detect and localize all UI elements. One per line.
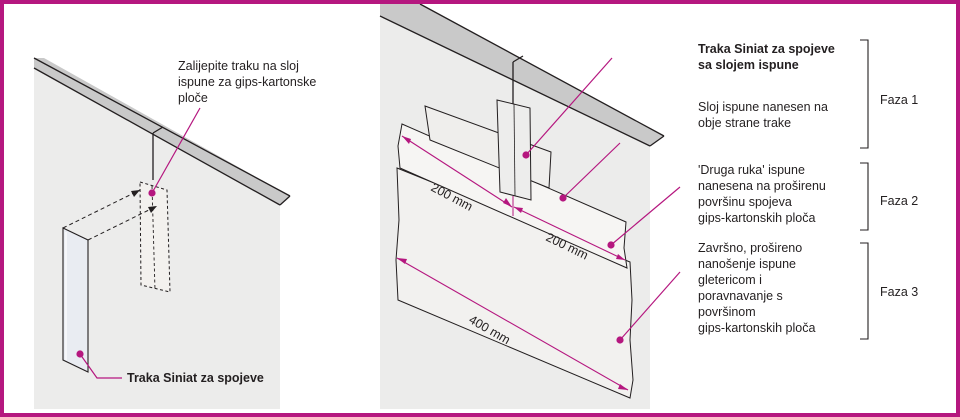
final-callout-leader (619, 271, 681, 341)
left-tape-label: Traka Siniat za spojeve (127, 371, 264, 385)
phase3-label: Faza 3 (880, 285, 918, 299)
left-panel: Zalijepite traku na sloj ispune za gips-… (33, 57, 320, 409)
phase1-label: Faza 1 (880, 93, 918, 107)
phase3-bracket (860, 242, 869, 340)
right-panel: 200 mm 200 mm 400 mm Traka Siniat za spo… (379, 3, 918, 409)
left-board-top-edge (34, 58, 290, 205)
layer-callout-leader (562, 142, 621, 199)
dim-200-left-line (401, 135, 513, 208)
second-callout-leader (610, 186, 681, 246)
left-callout-leader (151, 107, 201, 194)
phase2-bracket (860, 162, 869, 231)
dim-200-right-line (513, 206, 626, 261)
tape-callout-leader (525, 57, 613, 156)
dim-400-line (396, 257, 629, 391)
left-applied-tape (139, 181, 171, 293)
right-board-top-edge (380, 4, 664, 146)
left-tape-label-leader (79, 353, 122, 379)
left-tape-motion-arrow (62, 189, 141, 229)
left-callout-text: Zalijepite traku na sloj ispune za gips-… (178, 59, 320, 105)
label-final-coat: Završno, prošireno nanošenje ispune glet… (698, 241, 815, 335)
label-second-coat: 'Druga ruka' ispune nanesena na proširen… (698, 163, 829, 225)
label-filler-layer: Sloj ispune nanesen na obje strane trake (698, 100, 831, 130)
phase3-band (395, 167, 634, 399)
phase2-label: Faza 2 (880, 194, 918, 208)
right-tape (496, 99, 532, 201)
left-tape-strip (62, 227, 89, 373)
phase1-bracket (860, 39, 869, 149)
label-tape-with-filler: Traka Siniat za spojeve sa slojem ispune (698, 42, 838, 72)
